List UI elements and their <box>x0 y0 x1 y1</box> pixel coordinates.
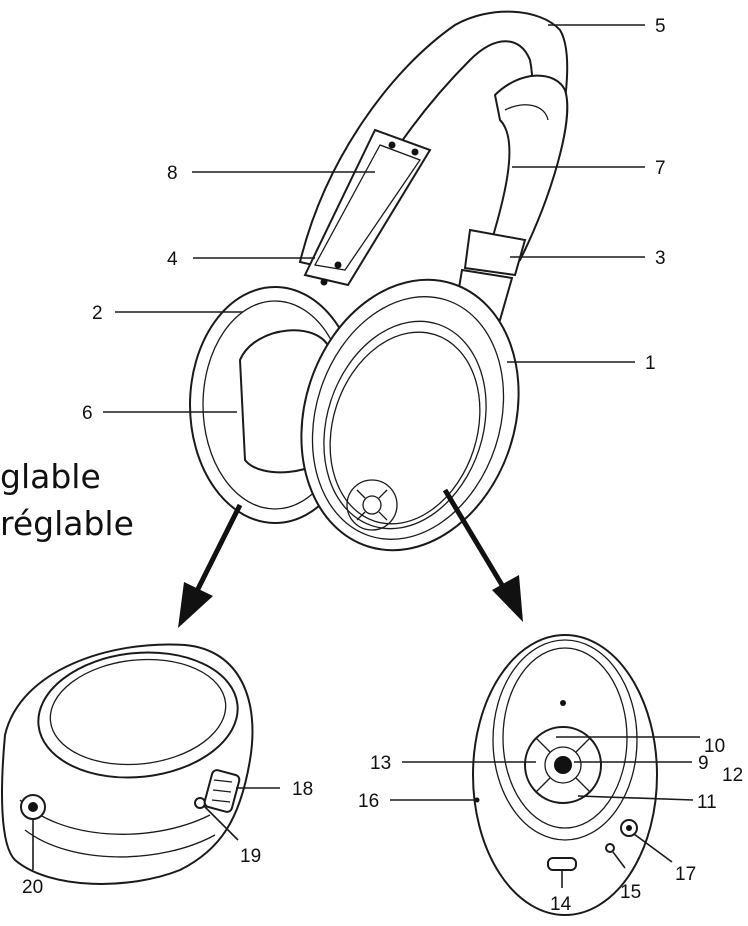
callout-5: 5 <box>655 16 666 37</box>
arrow-left <box>178 503 243 628</box>
right-earcup <box>300 278 520 552</box>
callout-7: 7 <box>655 158 666 179</box>
callout-20: 20 <box>22 877 43 898</box>
callout-9: 9 <box>698 753 709 774</box>
caption-line-1: glable <box>0 457 101 496</box>
callout-labels: 5 7 8 3 4 2 1 6 10 9 12 13 11 16 18 19 2… <box>22 16 743 915</box>
callout-17: 17 <box>675 864 696 885</box>
caption: glable réglable <box>0 457 134 543</box>
callout-4: 4 <box>167 249 178 270</box>
callout-10: 10 <box>704 736 725 757</box>
control-cluster-icon <box>346 479 398 531</box>
callout-6: 6 <box>82 403 93 424</box>
control-ring-icon <box>524 726 602 804</box>
callout-8: 8 <box>167 163 178 184</box>
callout-19: 19 <box>240 846 261 867</box>
left-earcup-detail <box>1 643 254 885</box>
callout-1: 1 <box>645 353 656 374</box>
callout-15: 15 <box>620 882 641 903</box>
callout-14: 14 <box>550 894 572 915</box>
headband <box>298 10 569 322</box>
callout-2: 2 <box>92 303 103 324</box>
callout-3: 3 <box>655 248 666 269</box>
callout-13: 13 <box>370 753 391 774</box>
callout-16: 16 <box>358 791 379 812</box>
callout-11: 11 <box>697 792 717 813</box>
arrow-right <box>442 488 523 622</box>
callout-12: 12 <box>722 765 743 786</box>
leader-lines <box>32 24 700 888</box>
caption-line-2: réglable <box>0 504 134 543</box>
right-earcup-detail <box>472 634 658 916</box>
callout-18: 18 <box>292 779 313 800</box>
